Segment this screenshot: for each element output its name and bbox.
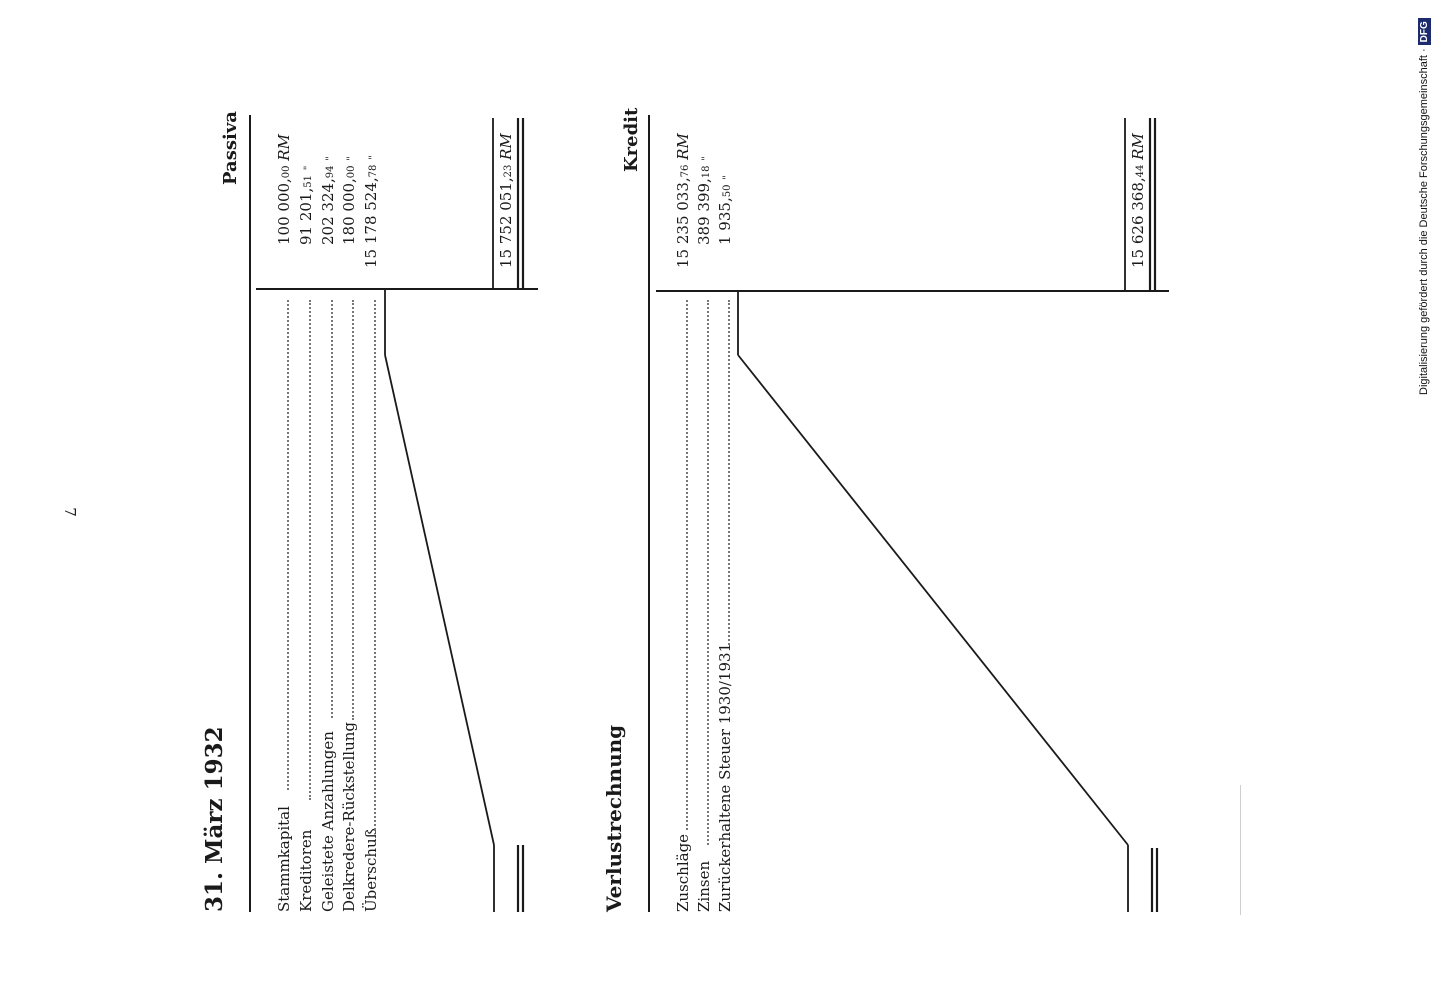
balance-row-amount: 180 000,00 " [340,156,358,245]
loss-header-kredit: Kredit [621,107,642,172]
loss-leader-dots [728,300,730,645]
balance-row-label: Kreditoren [297,829,315,912]
balance-row-label: Stammkapital [275,806,293,912]
loss-row-amount: 389 399,18 " [695,156,713,245]
balance-total-amount: 15 752 051,23 RM [497,133,515,268]
balance-column-divider [256,288,538,290]
balance-row-label: Überschuß [362,828,380,912]
balance-row-label: Delkredere-Rückstellung [340,722,358,912]
loss-leader-dots [707,300,709,845]
balance-row-label: Geleistete Anzahlungen [319,731,337,912]
balance-left-rule [249,115,251,912]
loss-total-amount: 15 626 368,44 RM [1129,133,1147,268]
balance-title: 31. März 1932 [201,726,228,912]
loss-column-divider [656,290,1169,292]
balance-row-amount: 100 000,00 RM [275,134,293,245]
loss-row-amount: 1 935,50 " [716,175,734,245]
loss-row-label: Zurückerhaltene Steuer 1930/1931 [716,642,734,912]
dfg-credit-line: Digitalisierung gefördert durch die Deut… [1418,18,1431,395]
loss-row-label: Zuschläge [674,833,692,912]
balance-leader-dots [352,300,354,720]
balance-leader-dots [287,300,289,790]
balance-strike-line [384,354,495,846]
loss-leader-dots [686,300,688,830]
page-number: 7 [61,507,79,517]
loss-row-label: Zinsen [695,860,713,912]
scan-margin-line [1240,785,1241,915]
balance-row-amount: 15 178 524,78 " [362,155,380,268]
balance-leader-dots [374,300,376,830]
balance-leader-dots [331,300,333,718]
balance-row-amount: 202 324,94 " [319,156,337,245]
loss-strike-line [737,354,1129,846]
loss-row-amount: 15 235 033,76 RM [674,133,692,268]
loss-title: Verlustrechnung [602,724,626,912]
dfg-logo: DFG [1418,18,1431,46]
balance-row-amount: 91 201,51 " [297,165,315,245]
loss-left-rule [648,115,650,912]
balance-header-passiva: Passiva [220,111,241,185]
balance-leader-dots [309,300,311,800]
